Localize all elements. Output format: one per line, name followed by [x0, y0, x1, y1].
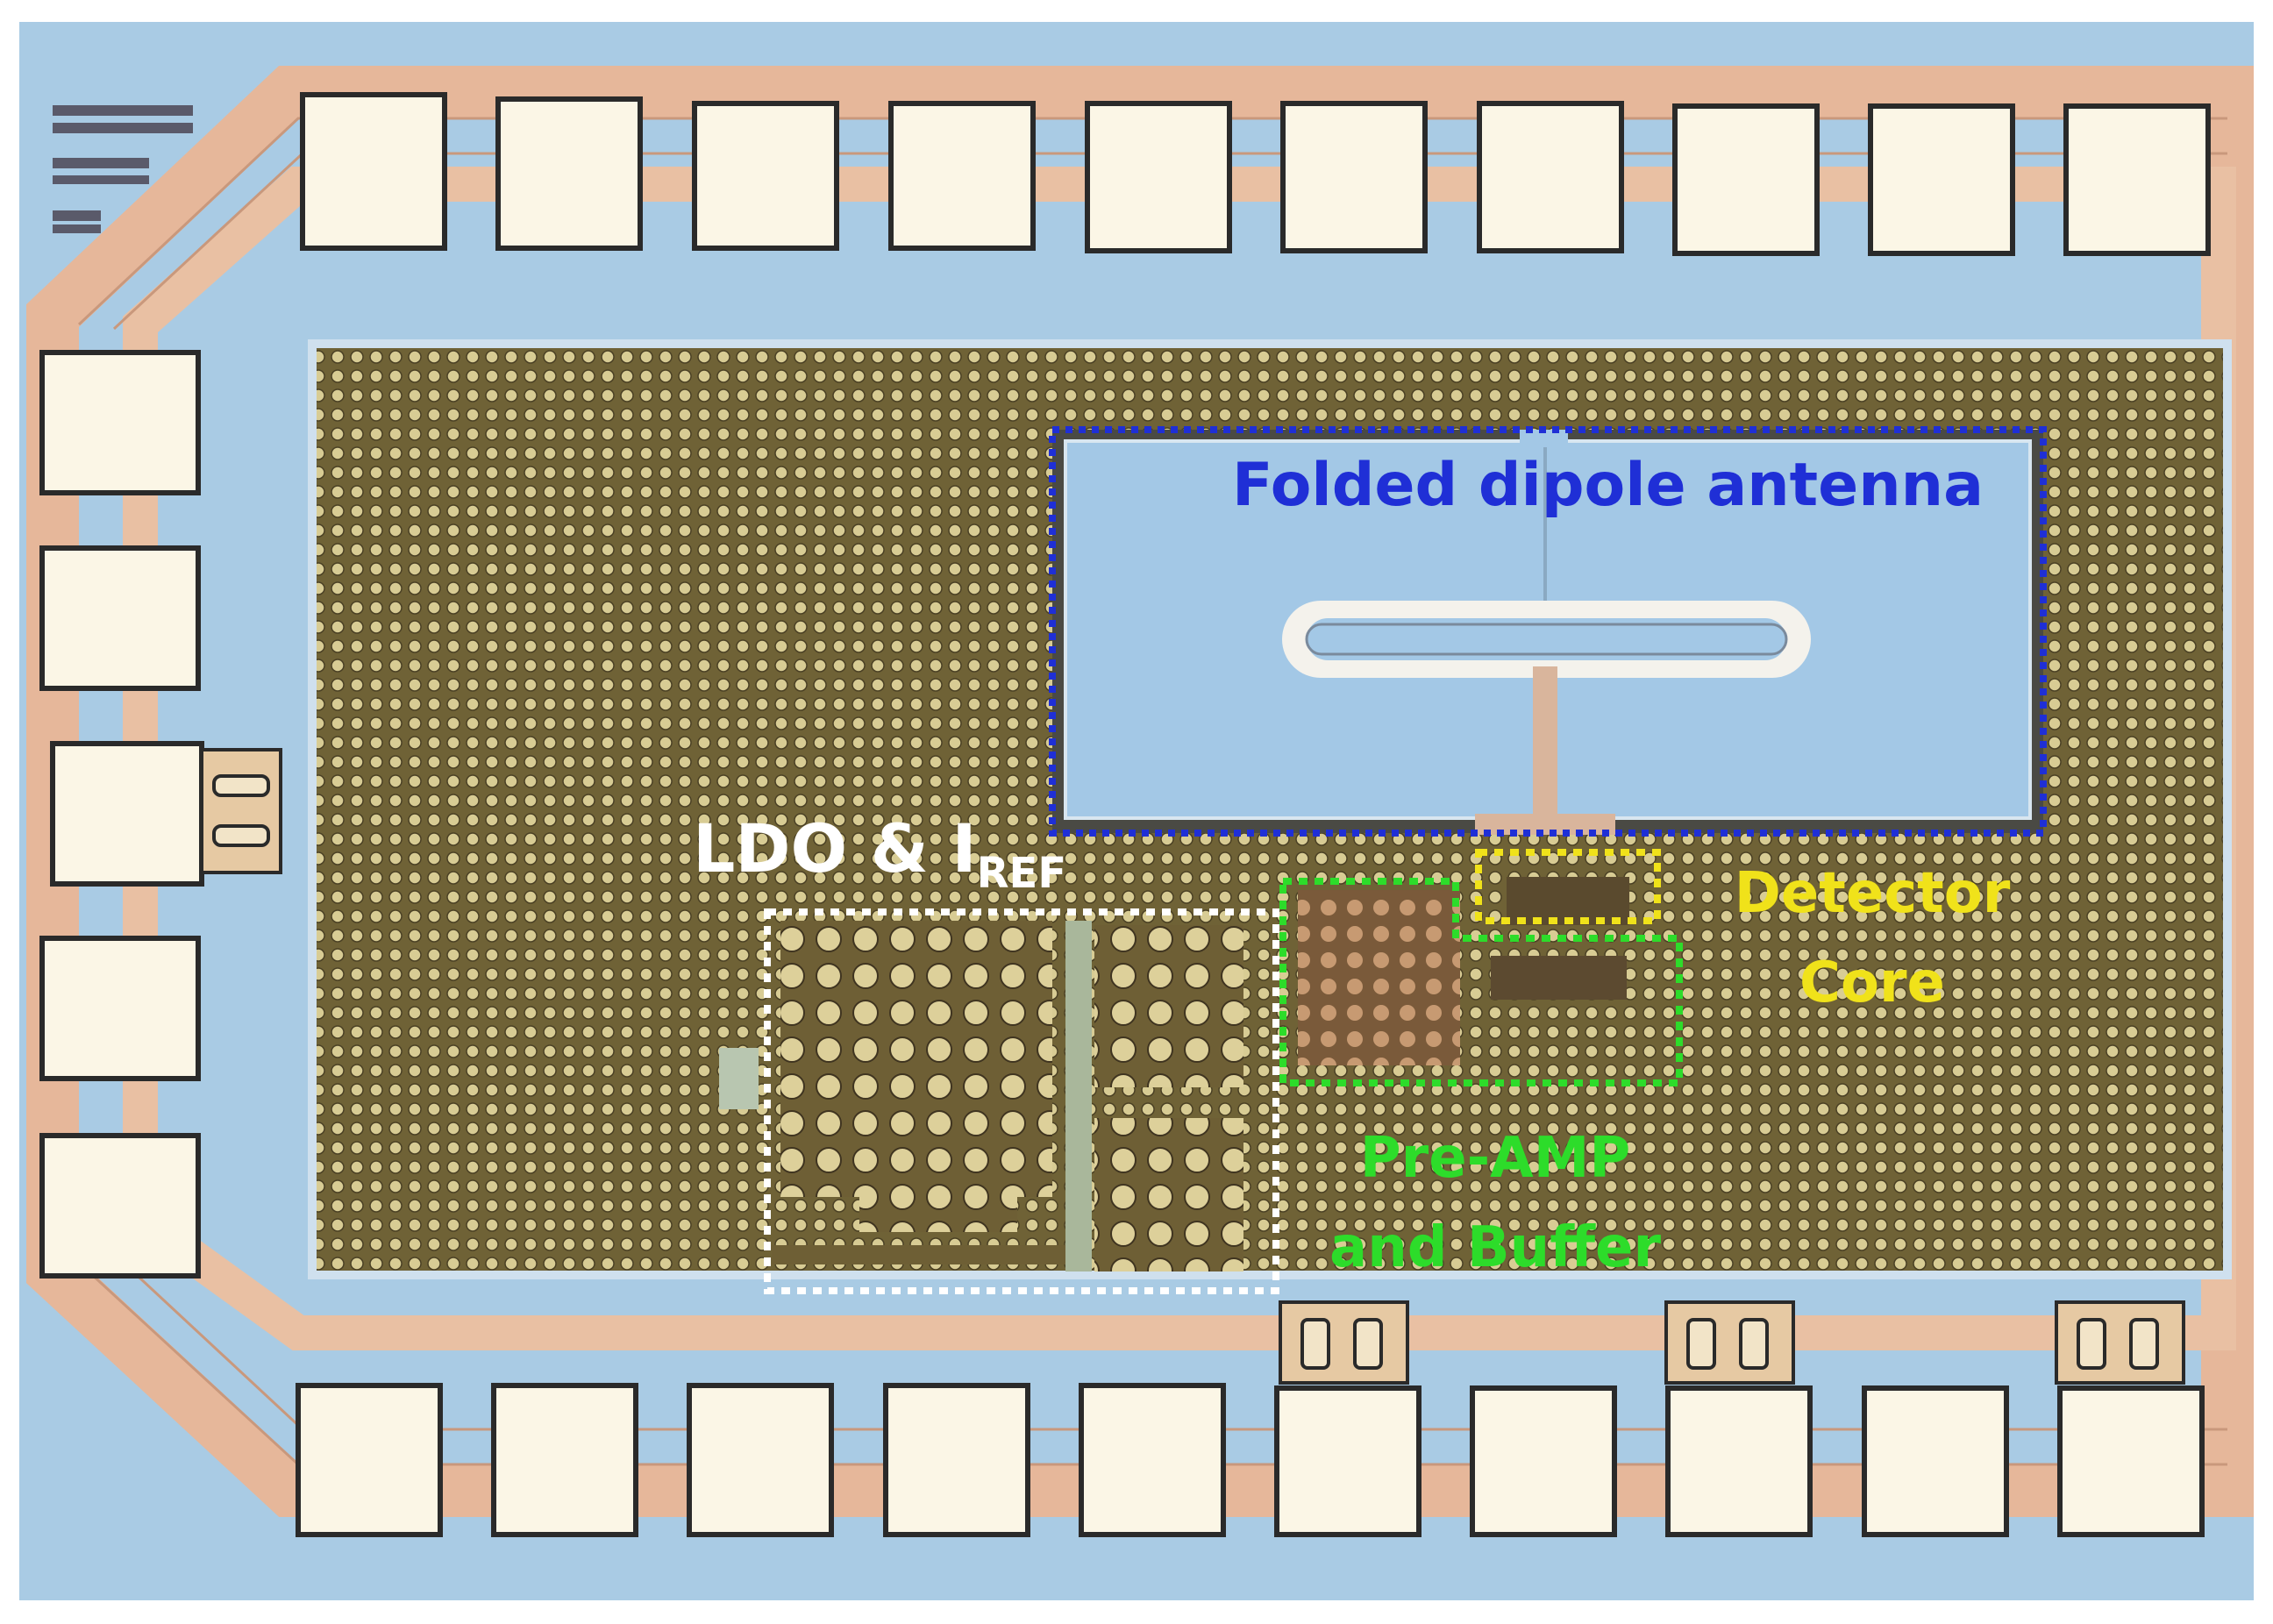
ldo-blocks [719, 921, 1243, 1271]
preamp-blocks [1298, 877, 1629, 1065]
top-pads [300, 92, 2211, 256]
ldo-label: LDO & IREF [693, 816, 1066, 895]
esd-bottom [1279, 1300, 2185, 1385]
ldo-highlight-box [764, 908, 1279, 1294]
preamp-label-line2: and Buffer [1329, 1215, 1661, 1280]
detector-label-line2: Core [1799, 951, 1945, 1015]
esd-left [200, 748, 282, 874]
detector-core-label: Detector Core [1732, 849, 2013, 1028]
detector-label-line1: Detector [1734, 861, 2011, 926]
ldo-label-main: LDO & I [693, 809, 977, 887]
antenna-window [1052, 430, 2043, 835]
left-pads [39, 350, 204, 1279]
preamp-buffer-label: Pre-AMP and Buffer [1320, 1114, 1671, 1293]
detector-highlight-box [1475, 849, 1661, 924]
antenna-label: Folded dipole antenna [1232, 451, 1984, 520]
ldo-label-subscript: REF [976, 849, 1067, 898]
die-logo-marks [53, 105, 193, 233]
preamp-highlight-box [1279, 878, 1683, 1086]
preamp-label-line1: Pre-AMP [1359, 1126, 1631, 1191]
bottom-pads [296, 1383, 2205, 1537]
